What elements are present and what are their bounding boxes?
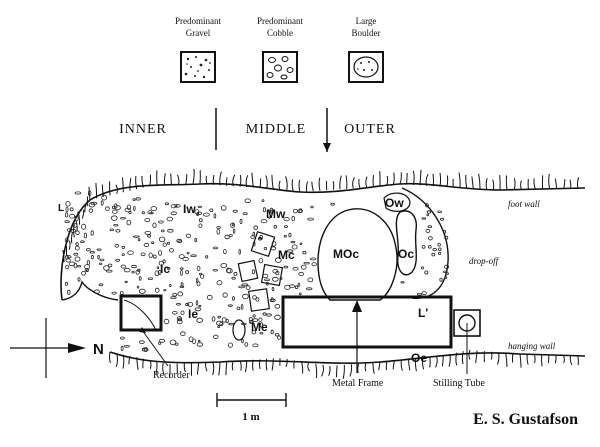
code-mw: Mw bbox=[266, 207, 286, 221]
foot-wall-label: foot wall bbox=[508, 199, 540, 209]
ow-boulder-outline bbox=[383, 192, 411, 212]
code-ic: Ic bbox=[160, 262, 170, 276]
metal-frame-arrowhead bbox=[352, 300, 362, 312]
hanging-wall-edge bbox=[109, 351, 586, 364]
code-iw: Iw bbox=[183, 202, 196, 216]
legend: Predominant Gravel Predominant Cobble La… bbox=[175, 16, 384, 83]
legend-gravel-line1: Predominant bbox=[175, 16, 221, 26]
legend-cobble-line1: Predominant bbox=[257, 16, 303, 26]
oc-pool-outline bbox=[395, 210, 417, 276]
stilling-tube-label: Stilling Tube bbox=[433, 378, 486, 389]
inner-nook-edge bbox=[61, 280, 119, 301]
gravel-swatch-icon bbox=[180, 51, 216, 83]
code-oc: Oc bbox=[398, 247, 414, 261]
hanging-wall-hatching bbox=[109, 349, 579, 380]
recorder-pointer bbox=[141, 329, 169, 367]
foot-wall-edge bbox=[60, 182, 586, 301]
drop-off-label: drop-off bbox=[469, 256, 500, 266]
metal-frame-label: Metal Frame bbox=[332, 378, 384, 389]
legend-cobble-line2: Cobble bbox=[267, 28, 293, 38]
zone-inner-label: INNER bbox=[119, 122, 167, 137]
author-credit: E. S. Gustafson bbox=[473, 411, 578, 428]
code-mc: Mc bbox=[278, 248, 295, 262]
foot-wall-hatching bbox=[62, 168, 580, 263]
code-moc: MOc bbox=[333, 247, 359, 261]
divider-arrowhead bbox=[323, 143, 331, 152]
scale-bar bbox=[216, 393, 287, 407]
recorder-curve bbox=[123, 299, 157, 331]
north-label: N bbox=[93, 341, 104, 358]
recorder-pointer-head bbox=[139, 327, 146, 333]
zone-outer-label: OUTER bbox=[344, 122, 396, 137]
legend-boulder-line1: Large bbox=[356, 16, 377, 26]
code-l-prime: L' bbox=[418, 306, 428, 320]
north-arrow-icon bbox=[10, 318, 86, 378]
code-l: L bbox=[58, 203, 64, 214]
code-me: Me bbox=[251, 320, 268, 334]
legend-boulder-line2: Boulder bbox=[352, 28, 381, 38]
moc-pool-outline bbox=[317, 208, 398, 301]
cobble-swatch-icon bbox=[262, 51, 298, 83]
middle-boulders bbox=[232, 230, 284, 341]
code-oe: Oe bbox=[411, 351, 427, 365]
drop-off-edge bbox=[401, 187, 449, 299]
hanging-wall-label: hanging wall bbox=[508, 341, 556, 351]
recorder-label: Recorder bbox=[153, 370, 190, 381]
zone-middle-label: MIDDLE bbox=[246, 122, 306, 137]
code-ie: Ie bbox=[188, 307, 198, 321]
metal-frame bbox=[281, 295, 453, 349]
stream-bed bbox=[60, 182, 586, 364]
legend-gravel-line2: Gravel bbox=[186, 28, 211, 38]
boulder-swatch-icon bbox=[348, 51, 384, 83]
scale-label: 1 m bbox=[242, 411, 259, 423]
code-ow: Ow bbox=[385, 196, 404, 210]
bed-gravel-texture bbox=[64, 190, 450, 352]
